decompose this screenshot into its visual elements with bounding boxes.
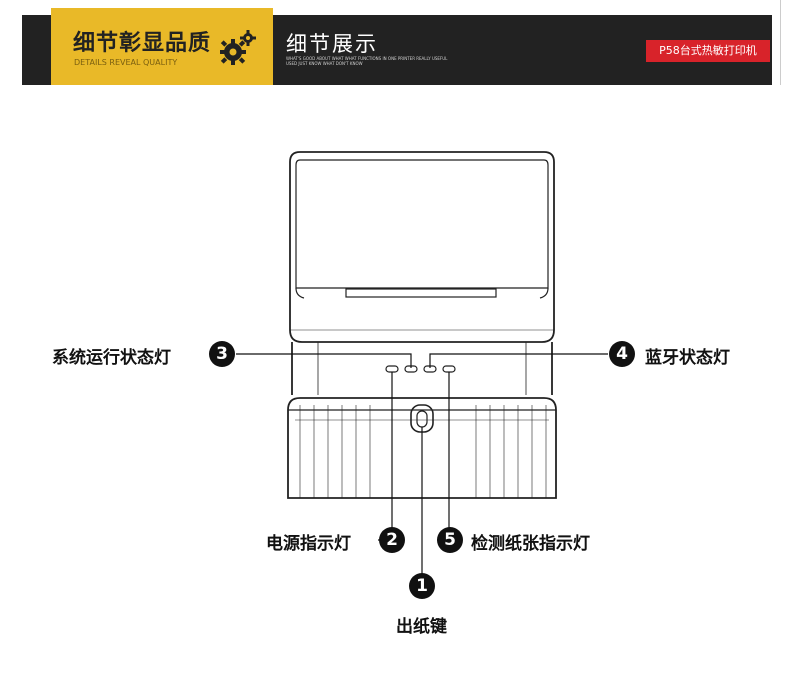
callout-number-2: 2	[379, 527, 405, 553]
callout-number-1: 1	[409, 573, 435, 599]
callout-label-4: 蓝牙状态灯	[645, 348, 730, 368]
callout-number-3: 3	[209, 341, 235, 367]
callout-label-2: 电源指示灯	[266, 534, 351, 554]
callout-number-4: 4	[609, 341, 635, 367]
callout-number-5: 5	[437, 527, 463, 553]
banner-title: 细节展示	[286, 32, 378, 56]
section-subtitle: DETAILS REVEAL QUALITY	[74, 58, 178, 67]
callout-label-5: 检测纸张指示灯	[471, 534, 590, 554]
model-badge: P58台式热敏打印机	[646, 40, 770, 62]
banner-description: WHAT'S GOOD ABOUT WHAT WHAT FUNCTIONS IN…	[286, 56, 448, 66]
gear-icon	[216, 28, 258, 70]
callout-label-1: 出纸键	[396, 617, 447, 637]
section-title: 细节彰显品质	[73, 31, 212, 56]
callout-label-3: 系统运行状态灯	[52, 348, 171, 368]
divider	[780, 0, 781, 85]
